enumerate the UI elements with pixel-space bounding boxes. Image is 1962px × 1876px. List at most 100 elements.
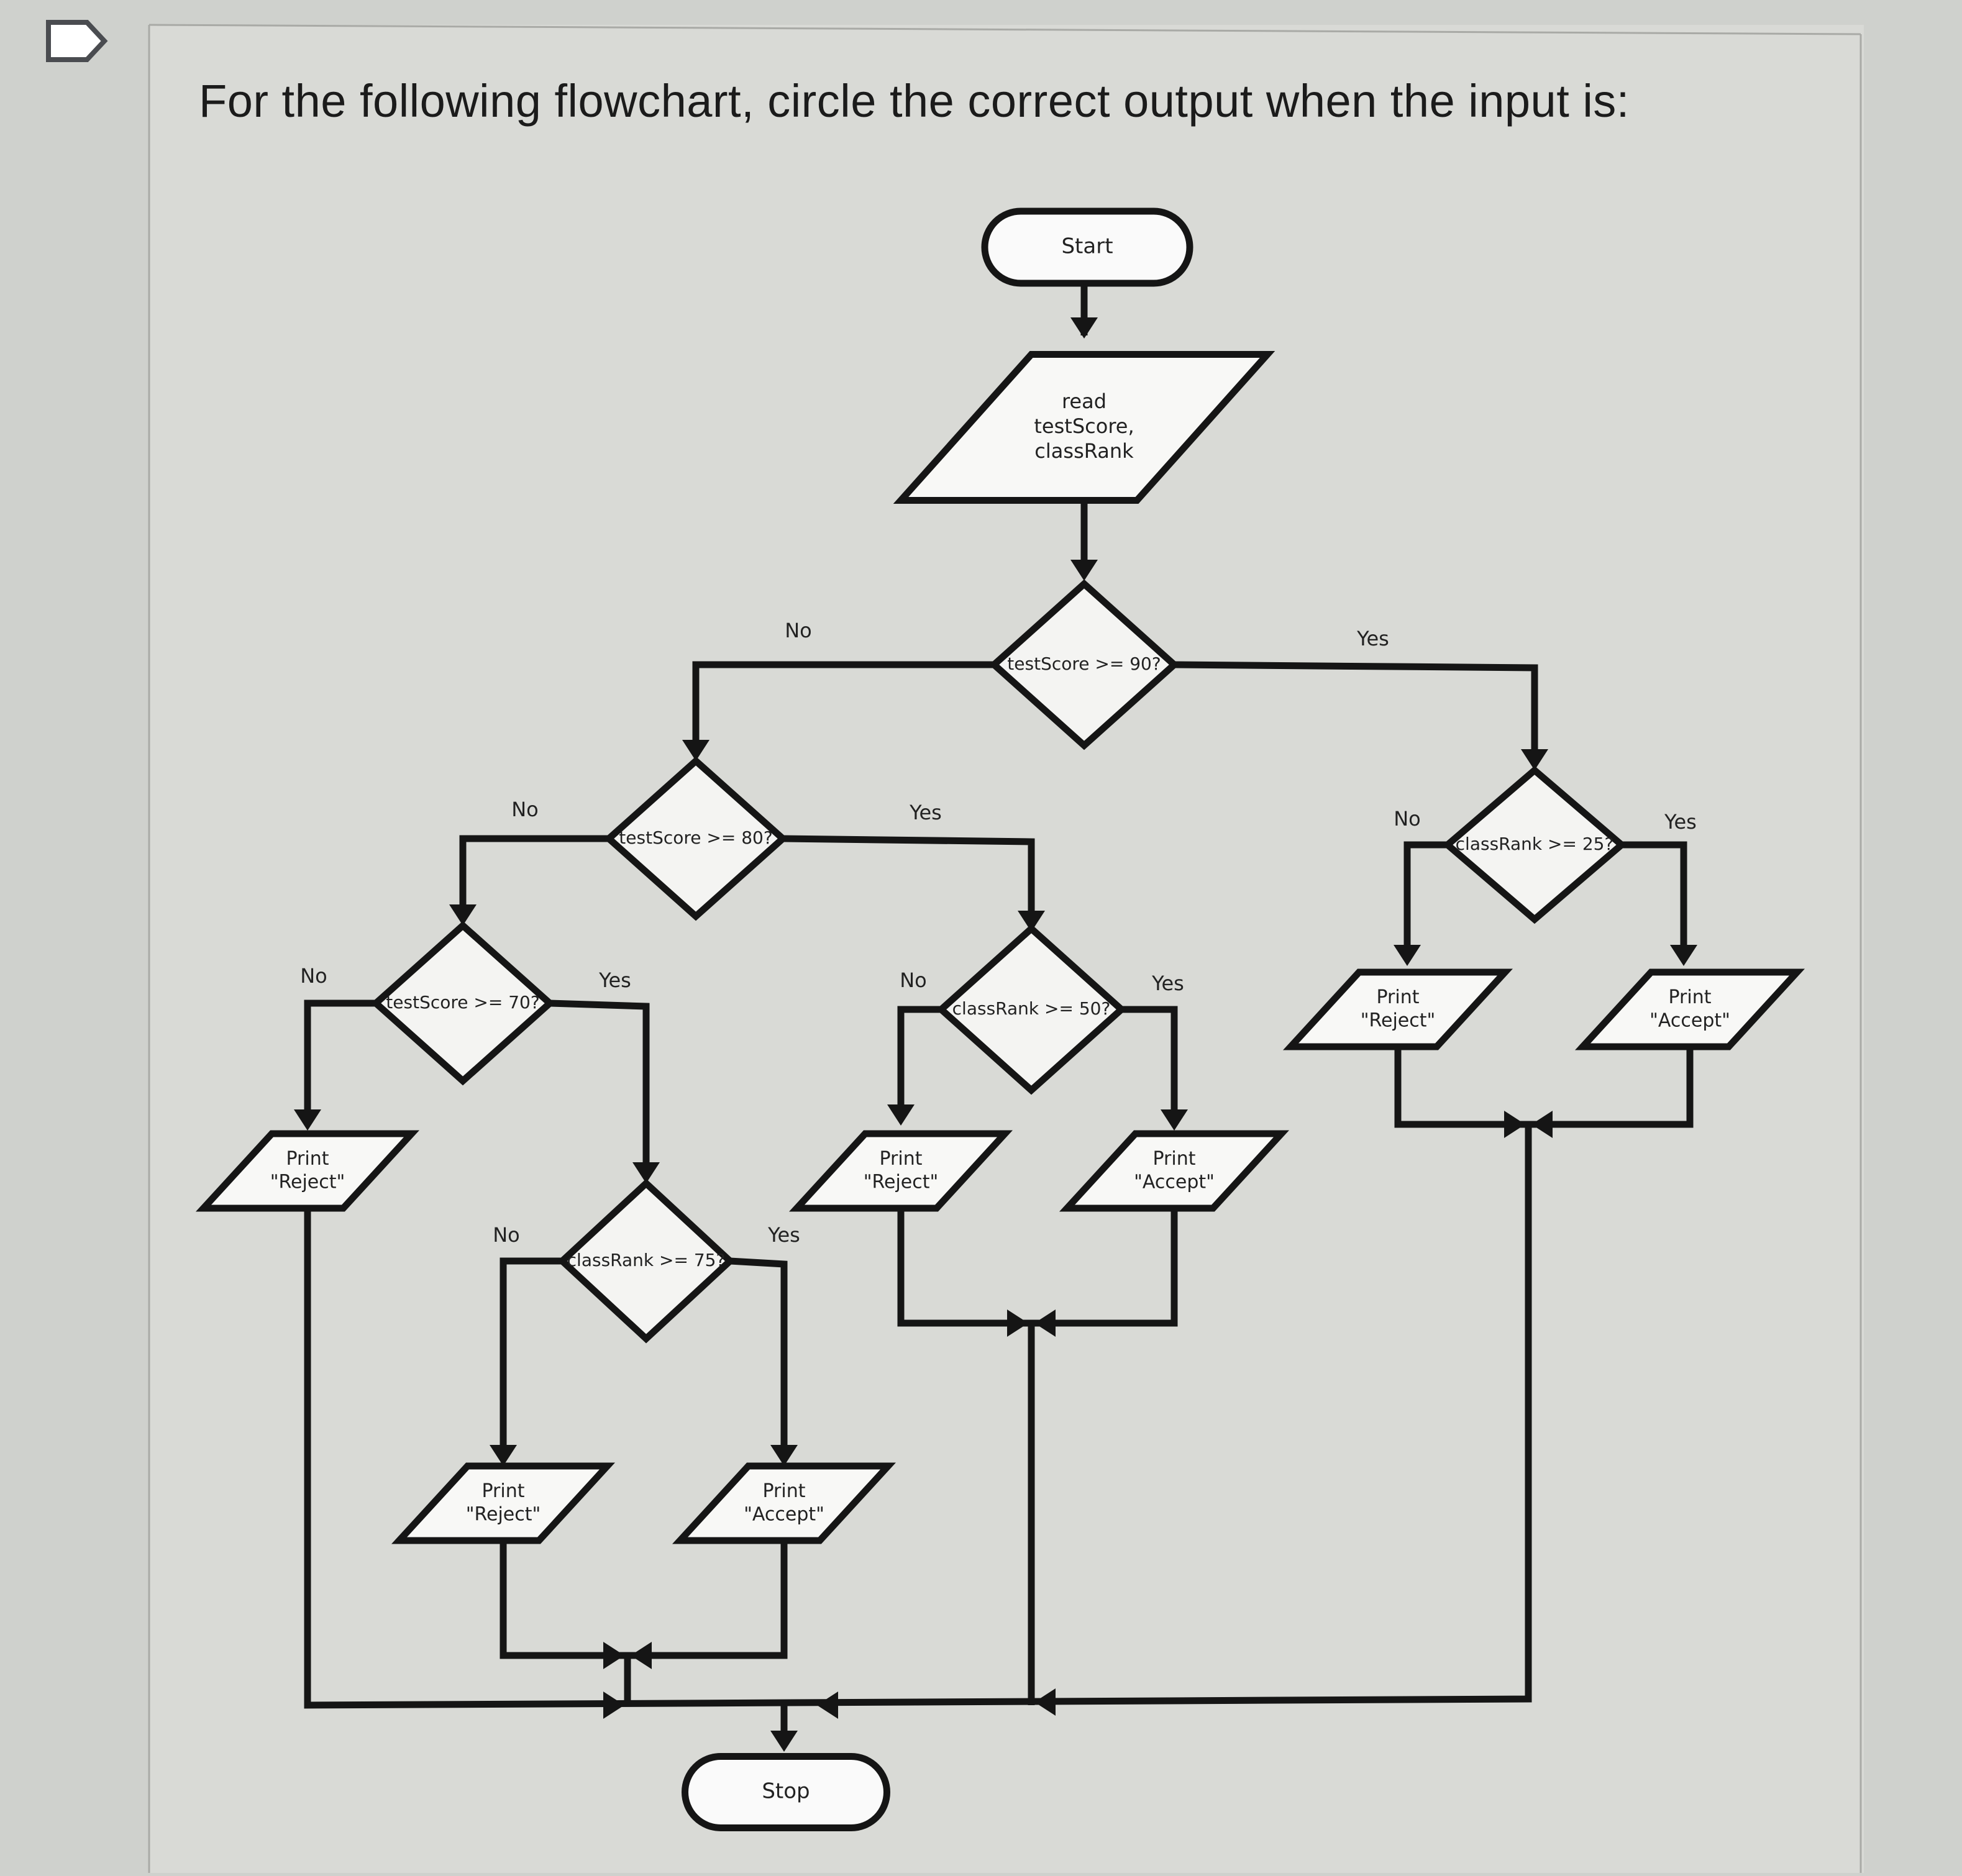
arrow-to-d25 xyxy=(1521,749,1548,770)
conn-d75-no xyxy=(500,1257,562,1457)
print-accept-50: Print"Accept" xyxy=(1059,1130,1290,1212)
start-terminal: Start xyxy=(981,207,1193,287)
conn-d70-no xyxy=(304,999,376,1118)
arrow-to-d75 xyxy=(632,1162,660,1183)
print-accept-25: Print"Accept" xyxy=(1574,968,1805,1050)
arrow-merge-50-right xyxy=(1034,1309,1056,1337)
stop-terminal-shape xyxy=(682,1753,890,1831)
decision-testscore-80: testScore >= 80? xyxy=(603,756,788,921)
print-reject-50: Print"Reject" xyxy=(788,1130,1013,1212)
label-d90-yes: Yes xyxy=(1356,627,1389,650)
print-accept-50-label-0: Print xyxy=(1152,1148,1195,1170)
print-reject-70-shape xyxy=(195,1130,420,1212)
print-accept-25-label-0: Print xyxy=(1668,986,1711,1008)
label-d75-yes: Yes xyxy=(767,1223,800,1247)
arrow-to-d70 xyxy=(449,904,477,926)
print-reject-50-shape xyxy=(788,1130,1013,1212)
print-reject-75: Print"Reject" xyxy=(391,1462,616,1544)
print-accept-75-shape xyxy=(672,1462,897,1544)
print-reject-25-shape xyxy=(1282,968,1513,1050)
conn-d90-no xyxy=(692,661,994,752)
decision-classrank-50-label: classRank >= 50? xyxy=(952,998,1111,1019)
print-accept-50-shape xyxy=(1059,1130,1290,1212)
arrow-merge-75-right xyxy=(631,1642,652,1669)
print-reject-75-label-0: Print xyxy=(481,1480,524,1502)
read-input-label-2: classRank xyxy=(1034,439,1134,463)
arrow-to-reject-50 xyxy=(887,1104,915,1126)
arrow-main-right xyxy=(1034,1688,1056,1716)
arrow-to-accept-25 xyxy=(1670,945,1697,966)
decision-classrank-75: classRank >= 75? xyxy=(557,1178,736,1344)
arrow-to-read xyxy=(1070,317,1098,339)
print-accept-75-label-1: "Accept" xyxy=(744,1503,824,1525)
decision-testscore-80-label: testScore >= 80? xyxy=(619,827,772,848)
arrow-to-stop xyxy=(770,1731,798,1752)
stop-terminal: Stop xyxy=(682,1753,890,1831)
label-d80-yes: Yes xyxy=(909,801,942,824)
print-accept-75-label-0: Print xyxy=(762,1480,805,1502)
arrow-main-center xyxy=(817,1692,838,1719)
arrow-main-left xyxy=(603,1692,624,1719)
decision-testscore-70: testScore >= 70? xyxy=(370,921,555,1086)
conn-d75-yes xyxy=(729,1257,788,1457)
label-d50-yes: Yes xyxy=(1151,972,1184,995)
arrow-to-d50 xyxy=(1018,911,1045,932)
conn-d80-no xyxy=(459,835,609,919)
print-reject-50-label-0: Print xyxy=(879,1148,922,1170)
conn-d50-yes xyxy=(1118,1006,1178,1118)
print-reject-75-label-1: "Reject" xyxy=(466,1503,541,1525)
print-accept-50-label-1: "Accept" xyxy=(1134,1171,1215,1193)
arrow-merge-25-left xyxy=(1504,1111,1525,1138)
decision-classrank-25-label: classRank >= 25? xyxy=(1456,834,1614,854)
arrow-to-d80 xyxy=(682,740,710,761)
arrow-to-accept-50 xyxy=(1161,1109,1188,1131)
conn-d90-yes xyxy=(1174,661,1538,761)
label-d50-no: No xyxy=(900,968,927,992)
conn-d50-no xyxy=(897,1006,941,1112)
conn-main-return xyxy=(304,1124,1532,1709)
print-accept-25-label-1: "Accept" xyxy=(1649,1009,1730,1031)
decision-testscore-90-label: testScore >= 90? xyxy=(1007,653,1161,674)
print-reject-70: Print"Reject" xyxy=(195,1130,420,1212)
print-reject-50-label-1: "Reject" xyxy=(864,1171,939,1193)
decision-testscore-70-label: testScore >= 70? xyxy=(386,992,539,1013)
label-d70-yes: Yes xyxy=(598,968,631,992)
label-d90-no: No xyxy=(785,619,812,642)
print-accept-25-shape xyxy=(1574,968,1805,1050)
stop-terminal-label: Stop xyxy=(762,1779,810,1804)
print-accept-75: Print"Accept" xyxy=(672,1462,897,1544)
print-reject-75-shape xyxy=(391,1462,616,1544)
decision-classrank-50-shape xyxy=(936,924,1127,1095)
conn-d25-no xyxy=(1403,841,1448,960)
decision-classrank-25: classRank >= 25? xyxy=(1442,765,1627,924)
decision-testscore-90: testScore >= 90? xyxy=(988,579,1180,750)
print-reject-70-label-0: Print xyxy=(286,1148,329,1170)
paper-top-border xyxy=(148,24,1861,35)
conn-d25-yes xyxy=(1622,841,1687,960)
label-d25-no: No xyxy=(1394,807,1421,831)
decision-classrank-75-shape xyxy=(557,1178,736,1344)
arrow-to-reject-75 xyxy=(490,1445,517,1466)
label-d70-no: No xyxy=(300,964,327,988)
decision-testscore-70-shape xyxy=(370,921,555,1086)
flag-icon[interactable] xyxy=(46,20,108,62)
arrow-merge-75-left xyxy=(603,1642,624,1669)
conn-d80-yes xyxy=(782,835,1035,926)
print-reject-25-label-0: Print xyxy=(1376,986,1419,1008)
print-reject-25: Print"Reject" xyxy=(1282,968,1513,1050)
print-reject-70-label-1: "Reject" xyxy=(270,1171,345,1193)
label-d25-yes: Yes xyxy=(1664,810,1697,834)
decision-classrank-50: classRank >= 50? xyxy=(936,924,1127,1095)
arrow-to-reject-25 xyxy=(1394,945,1421,966)
read-input-label-1: testScore, xyxy=(1034,414,1134,438)
question-text: For the following flowchart, circle the … xyxy=(199,75,1630,127)
label-d75-no: No xyxy=(493,1223,520,1247)
start-terminal-shape xyxy=(981,207,1193,287)
print-reject-25-label-1: "Reject" xyxy=(1361,1009,1436,1031)
label-d80-no: No xyxy=(511,798,539,821)
decision-classrank-25-shape xyxy=(1442,765,1627,924)
arrow-merge-50-left xyxy=(1007,1309,1028,1337)
